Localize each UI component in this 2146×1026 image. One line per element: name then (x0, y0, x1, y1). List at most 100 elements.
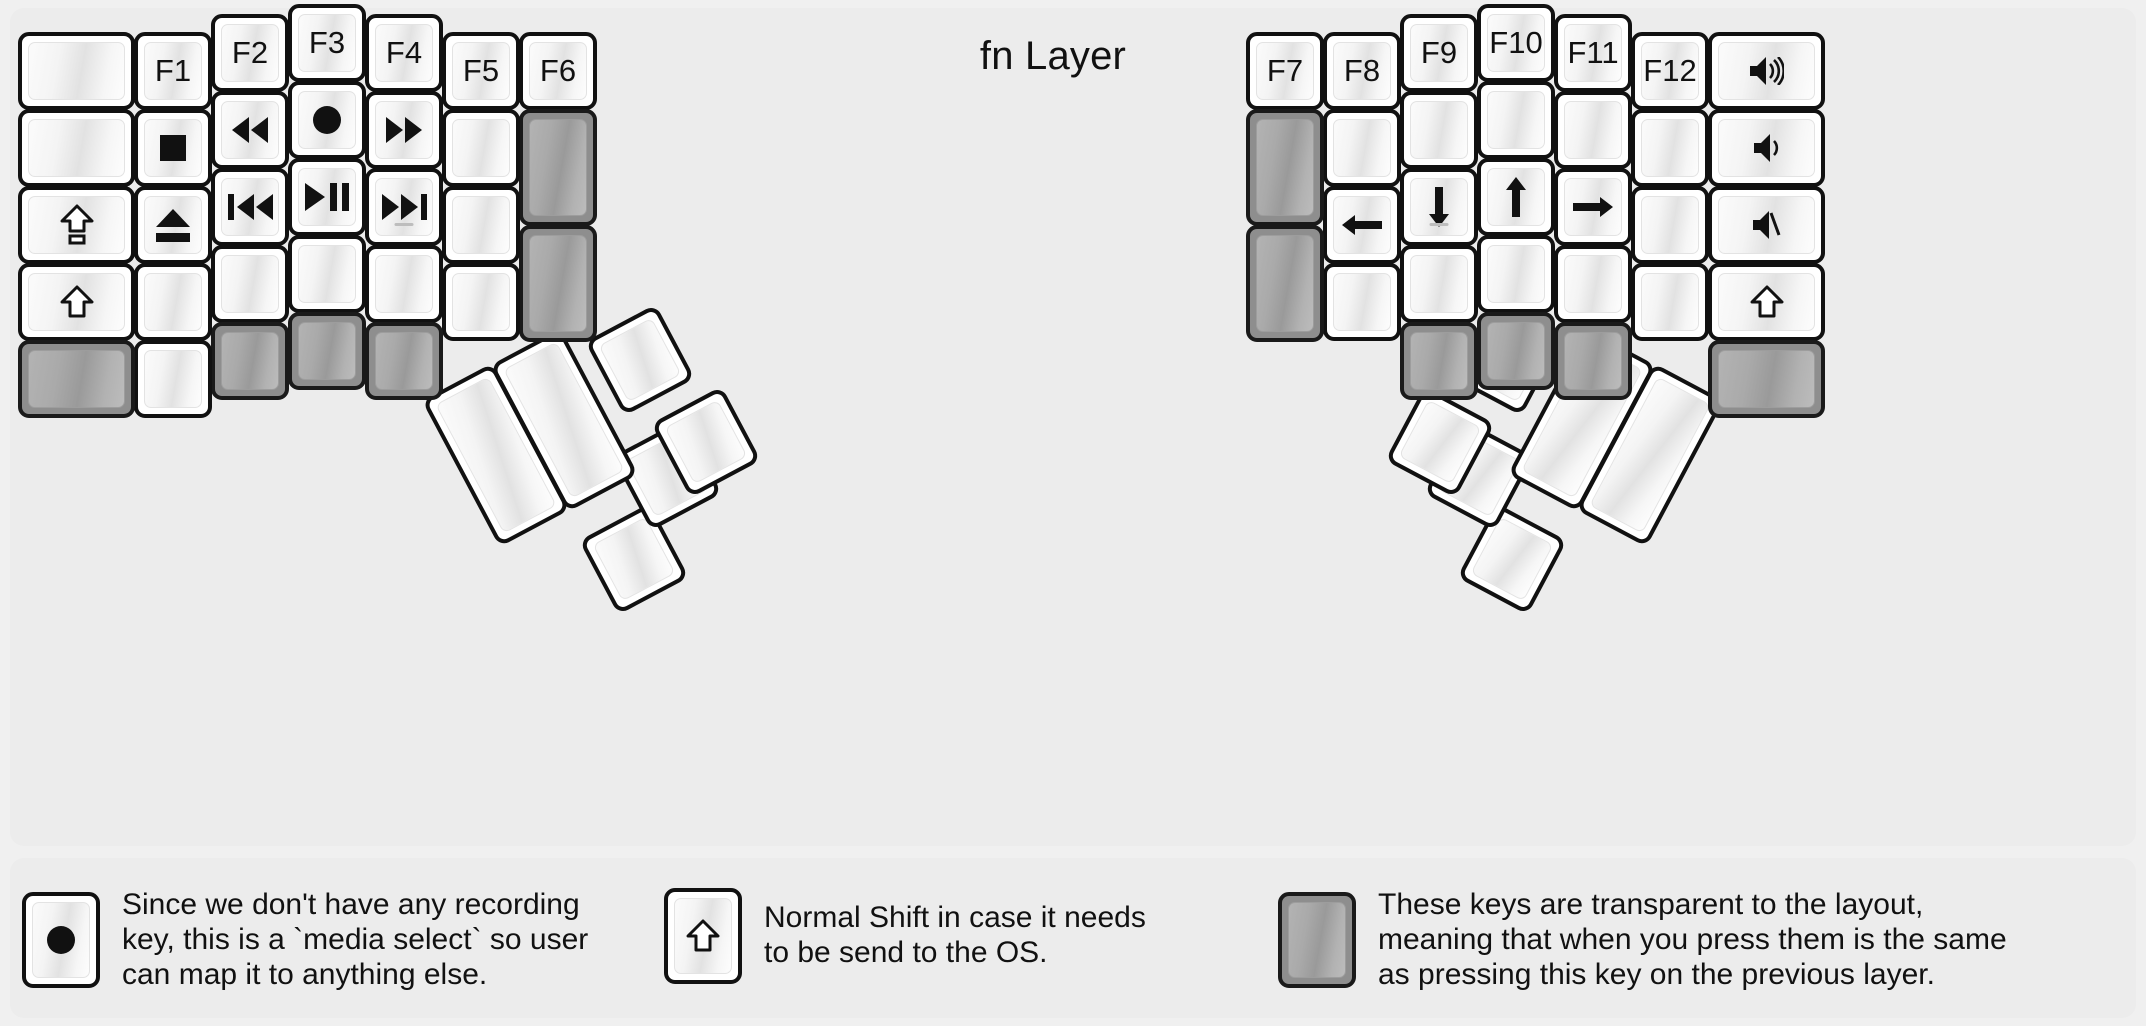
key-l-c3-r4[interactable] (211, 245, 289, 323)
key-label: F7 (1266, 52, 1304, 88)
key-l-c2-r5[interactable] (134, 340, 212, 418)
key-l-c7-r2[interactable] (519, 109, 597, 226)
keycap-surface (1398, 399, 1482, 485)
key-l-c6-r4[interactable] (442, 263, 520, 341)
keycap-surface (1564, 332, 1622, 390)
key-r-c7-r5[interactable] (1708, 340, 1825, 418)
key-l-c3-r5[interactable] (211, 322, 289, 400)
key-l-c2-r3[interactable] (134, 186, 212, 264)
keycap-surface (452, 196, 510, 254)
keycap-surface (1487, 245, 1545, 303)
legend-transparent-key-sample (1278, 892, 1356, 989)
key-r-c3-r3[interactable] (1400, 168, 1478, 246)
keycap-surface (1333, 273, 1391, 331)
arrow-up-icon (1503, 177, 1529, 217)
keycap-surface (1410, 332, 1468, 390)
keycap-surface: F2 (221, 24, 279, 82)
key-l-c4-r3[interactable] (288, 158, 366, 236)
keycap-surface (221, 255, 279, 313)
key-l-c5-r5[interactable] (365, 322, 443, 400)
keycap-surface (1410, 101, 1468, 159)
key-l-c5-r3[interactable] (365, 168, 443, 246)
key-r-c4-r2[interactable] (1477, 81, 1555, 159)
keycap-surface (1718, 119, 1815, 177)
keycap-surface (221, 178, 279, 236)
keycap-surface: F12 (1641, 42, 1699, 100)
key-l-c5-r2[interactable] (365, 91, 443, 169)
keycap-surface (375, 332, 433, 390)
keycap-surface (1487, 322, 1545, 380)
key-r-c4-r5[interactable] (1477, 312, 1555, 390)
key-l-c6-r3[interactable] (442, 186, 520, 264)
key-l-c4-r1[interactable]: F3 (288, 4, 366, 82)
key-r-c7-r4[interactable] (1708, 263, 1825, 341)
key-l-c4-r2[interactable] (288, 81, 366, 159)
key-l-c2-r2[interactable] (134, 109, 212, 187)
key-r-c7-r2[interactable] (1708, 109, 1825, 187)
key-r-c5-r2[interactable] (1554, 91, 1632, 169)
key-r-c1-r3[interactable] (1246, 225, 1324, 342)
key-r-c3-r1[interactable]: F9 (1400, 14, 1478, 92)
key-r-c5-r5[interactable] (1554, 322, 1632, 400)
key-l-c1-r3[interactable] (18, 186, 135, 264)
key-r-c1-r2[interactable] (1246, 109, 1324, 226)
keycap-surface: F9 (1410, 24, 1468, 82)
key-r-c3-r4[interactable] (1400, 245, 1478, 323)
key-label: F4 (385, 34, 423, 70)
key-r-c2-r2[interactable] (1323, 109, 1401, 187)
key-r-c3-r2[interactable] (1400, 91, 1478, 169)
keycap-surface (452, 119, 510, 177)
media-rewind-icon (232, 117, 268, 143)
keycap-surface (28, 119, 125, 177)
media-eject-icon (156, 208, 190, 242)
keycap-surface: F5 (452, 42, 510, 100)
key-r-c5-r4[interactable] (1554, 245, 1632, 323)
key-r-c3-r5[interactable] (1400, 322, 1478, 400)
keycap-surface (28, 42, 125, 100)
key-l-c1-r5[interactable] (18, 340, 135, 418)
homing-bump-indicator (394, 223, 414, 226)
key-l-c3-r3[interactable] (211, 168, 289, 246)
key-l-c1-r1[interactable] (18, 32, 135, 110)
key-l-c2-r1[interactable]: F1 (134, 32, 212, 110)
keycap-surface (1410, 255, 1468, 313)
arrow-right-icon (1573, 194, 1613, 220)
key-r-c2-r3[interactable] (1323, 186, 1401, 264)
key-r-c6-r1[interactable]: F12 (1631, 32, 1709, 110)
key-l-c4-r5[interactable] (288, 312, 366, 390)
key-r-c2-r4[interactable] (1323, 263, 1401, 341)
key-l-c5-r4[interactable] (365, 245, 443, 323)
keycap-surface (1333, 196, 1391, 254)
legend-normal-shift-key-sample (664, 888, 742, 984)
key-r-c4-r4[interactable] (1477, 235, 1555, 313)
key-r-c7-r1[interactable] (1708, 32, 1825, 110)
key-r-c5-r1[interactable]: F11 (1554, 14, 1632, 92)
key-r-c1-r1[interactable]: F7 (1246, 32, 1324, 110)
keycap-surface (375, 101, 433, 159)
key-r-c6-r3[interactable] (1631, 186, 1709, 264)
key-l-c6-r2[interactable] (442, 109, 520, 187)
keycap-surface (598, 317, 682, 403)
key-r-c5-r3[interactable] (1554, 168, 1632, 246)
key-r-c2-r1[interactable]: F8 (1323, 32, 1401, 110)
key-r-c4-r1[interactable]: F10 (1477, 4, 1555, 82)
keycap-surface (298, 322, 356, 380)
key-r-c7-r3[interactable] (1708, 186, 1825, 264)
key-l-c3-r2[interactable] (211, 91, 289, 169)
key-l-c5-r1[interactable]: F4 (365, 14, 443, 92)
keycap-surface (1564, 255, 1622, 313)
shift-icon (1750, 285, 1784, 319)
key-l-c2-r4[interactable] (134, 263, 212, 341)
key-r-c6-r4[interactable] (1631, 263, 1709, 341)
key-l-c1-r2[interactable] (18, 109, 135, 187)
key-l-c3-r1[interactable]: F2 (211, 14, 289, 92)
key-l-c1-r4[interactable] (18, 263, 135, 341)
key-l-c7-r1[interactable]: F6 (519, 32, 597, 110)
key-l-c6-r1[interactable]: F5 (442, 32, 520, 110)
key-r-c4-r3[interactable] (1477, 158, 1555, 236)
arrow-down-icon (1426, 187, 1452, 227)
key-r-c6-r2[interactable] (1631, 109, 1709, 187)
key-l-c4-r4[interactable] (288, 235, 366, 313)
key-l-c7-r3[interactable] (519, 225, 597, 342)
keycap-surface (1470, 516, 1554, 602)
